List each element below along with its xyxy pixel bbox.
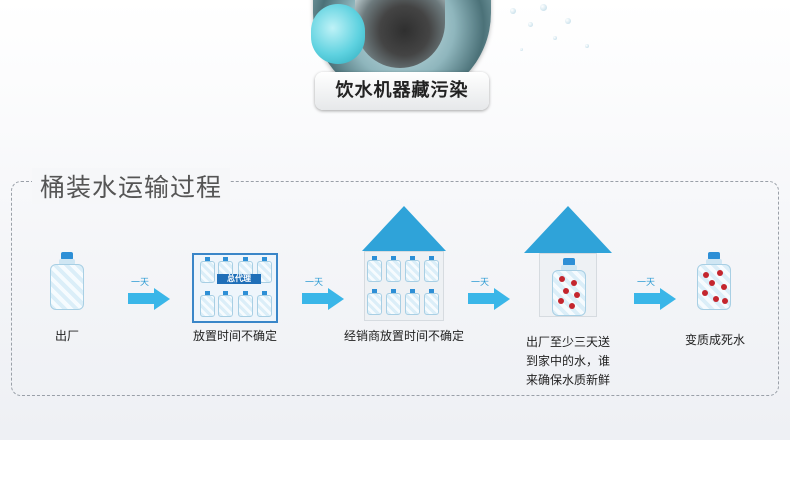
- arrow-label: 一天: [305, 278, 324, 288]
- contaminated-bottle-icon: [552, 258, 586, 316]
- home-house-icon: [539, 253, 597, 317]
- step-label-dealer: 经销商放置时间不确定: [343, 329, 464, 343]
- bottom-background: [0, 440, 790, 500]
- water-splash-icon: [311, 4, 365, 64]
- arrow-icon: 一天: [128, 278, 170, 313]
- arrow-icon: 一天: [302, 278, 344, 313]
- dealer-roof-icon: [362, 206, 446, 251]
- step-label-factory: 出厂: [54, 329, 79, 343]
- home-roof-icon: [524, 206, 612, 253]
- arrow-icon: 一天: [634, 278, 676, 313]
- step-label-home: 出厂至少三天送 到家中的水，谁 来确保水质新鲜: [525, 335, 610, 387]
- agent-sign: 总代理: [217, 274, 261, 284]
- photo-caption: 饮水机器藏污染: [315, 72, 489, 110]
- arrow-label: 一天: [131, 278, 150, 288]
- arrow-icon: 一天: [468, 278, 510, 313]
- dealer-house-icon: [364, 251, 444, 321]
- process-panel: [11, 181, 779, 396]
- section-title: 桶装水运输过程: [32, 168, 231, 204]
- dispenser-photo: 饮水机器藏污染: [305, 0, 495, 110]
- step-label-agent: 放置时间不确定: [192, 329, 277, 343]
- arrow-label: 一天: [637, 278, 656, 288]
- arrow-label: 一天: [471, 278, 490, 288]
- step-label-spoiled: 变质成死水: [684, 333, 745, 347]
- contaminated-bottle-icon: [697, 252, 731, 310]
- agent-warehouse-icon: 总代理: [192, 253, 278, 323]
- water-bottle-icon: [50, 252, 84, 310]
